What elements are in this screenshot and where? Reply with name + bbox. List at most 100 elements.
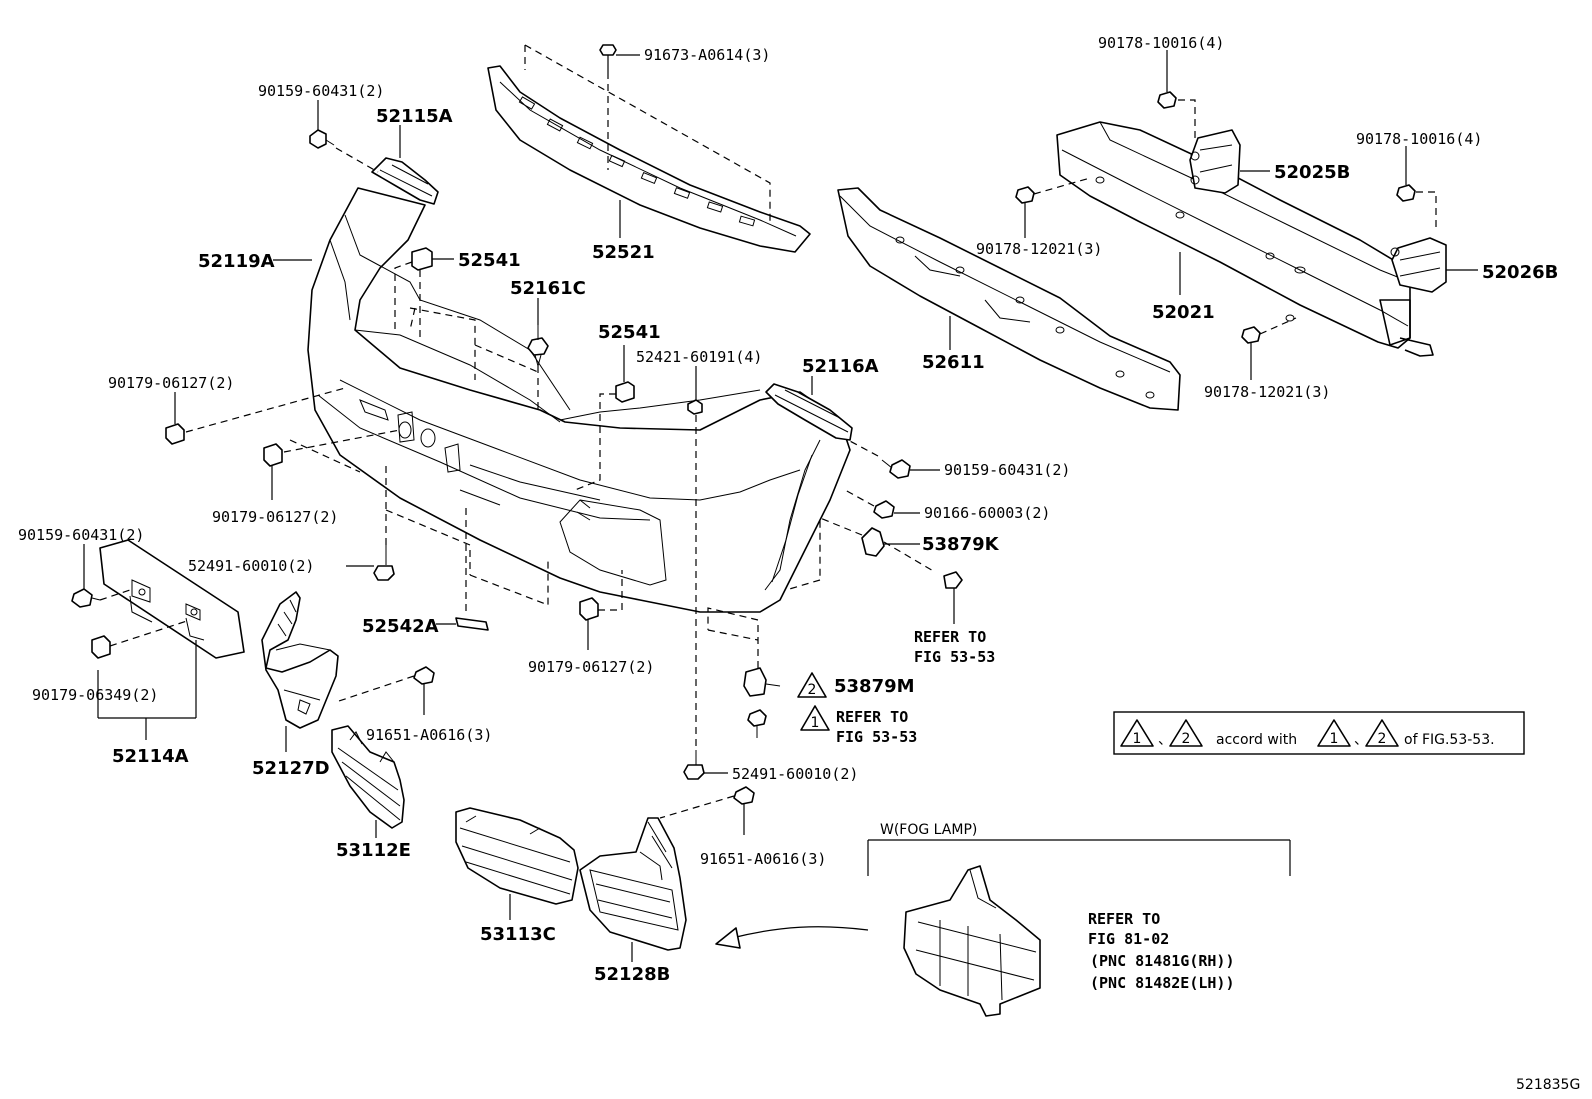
bolt-91673-icon (599, 44, 617, 72)
label-53113C: 53113C (480, 924, 556, 945)
refer-53-53-b-line2: FIG 53-53 (836, 728, 917, 746)
clip-90179-06127-c-icon (579, 597, 599, 621)
part-53112E-grille (331, 725, 405, 829)
screw-refer-53-53-b-icon (747, 709, 767, 738)
screw-90166-60003-icon (873, 500, 895, 519)
label-90179-06349: 90179-06349(2) (32, 686, 158, 704)
triangle-1-icon: 1 (800, 705, 830, 731)
refer-53-53-a-line1: REFER TO (914, 628, 986, 646)
label-90178-10016-b: 90178-10016(4) (1356, 130, 1482, 148)
label-52127D: 52127D (252, 758, 330, 779)
label-91651-A0616-b: 91651-A0616(3) (700, 850, 826, 868)
fog-lamp-title: W(FOG LAMP) (880, 822, 977, 838)
nut-90178-10016-a-icon (1157, 91, 1177, 109)
label-90179-06127-a: 90179-06127(2) (108, 374, 234, 392)
triangle-1-label: 1 (811, 715, 820, 731)
part-52521-reinforcement (487, 65, 811, 253)
label-52128B: 52128B (594, 964, 670, 985)
label-90179-06127-b: 90179-06127(2) (212, 508, 338, 526)
bracket-52026B (1390, 237, 1447, 293)
triangle-2-icon: 2 (797, 672, 827, 698)
part-52119A-bumper-cover (307, 187, 851, 613)
label-53112E: 53112E (336, 840, 411, 861)
label-90159-60431-r: 90159-60431(2) (944, 461, 1070, 479)
part-52127D-bracket (261, 591, 339, 729)
note-tri-2-a: 2 (1182, 731, 1191, 747)
nut-90178-12021-b-icon (1241, 326, 1261, 344)
label-53879K: 53879K (922, 534, 1000, 555)
label-91651-A0616-a: 91651-A0616(3) (366, 726, 492, 744)
note-tri-1-b: 1 (1330, 731, 1339, 747)
label-52026B: 52026B (1482, 262, 1558, 283)
refer-81-02-line2: FIG 81-02 (1088, 930, 1169, 948)
clip-90179-06127-b-icon (263, 443, 283, 467)
clip-52541-b-icon (615, 381, 635, 403)
part-52128B-fog-cover (579, 817, 687, 951)
note-accord-with: accord with (1216, 732, 1297, 748)
label-52161C: 52161C (510, 278, 586, 299)
label-90166-60003: 90166-60003(2) (924, 504, 1050, 522)
part-52021-reinforcement (1056, 121, 1434, 357)
label-52119A: 52119A (198, 251, 275, 272)
fastener-52161C-icon (527, 325, 549, 368)
figure-id: 521835G (1516, 1077, 1580, 1093)
bolt-52491-60010-a-icon (373, 545, 395, 581)
label-52541-a: 52541 (458, 250, 521, 271)
label-52115A: 52115A (376, 106, 453, 127)
label-52025B: 52025B (1274, 162, 1350, 183)
clip-90179-06127-a-icon (165, 423, 185, 445)
refer-81-02-line4: (PNC 81482E(LH)) (1090, 974, 1235, 992)
bracket-52025B (1189, 129, 1241, 194)
label-52542A: 52542A (362, 616, 439, 637)
label-52611: 52611 (922, 352, 985, 373)
nut-90178-10016-b-icon (1396, 184, 1416, 202)
note-of-fig: of FIG.53-53. (1404, 732, 1495, 748)
screw-90159-60431-r-icon (881, 459, 911, 479)
screw-90159-60431-l-icon (71, 588, 101, 608)
label-52521: 52521 (592, 242, 655, 263)
label-91673-A0614: 91673-A0614(3) (644, 46, 770, 64)
part-52115A-bracket (371, 157, 439, 205)
clip-90179-06349-icon (91, 635, 111, 659)
note-sep-1: 、 (1158, 732, 1172, 748)
bolt-52491-60010-b-icon (683, 750, 705, 780)
screw-91651-A0616-b-icon (733, 786, 755, 805)
refer-53-53-b-line1: REFER TO (836, 708, 908, 726)
clip-refer-53-53-a-icon (943, 571, 963, 589)
retainer-52421-icon (687, 399, 703, 415)
triangle-2-label: 2 (808, 682, 817, 698)
arrow-left-icon (715, 926, 869, 949)
label-90178-10016-a: 90178-10016(4) (1098, 34, 1224, 52)
refer-81-02-line1: REFER TO (1088, 910, 1160, 928)
part-53113C-grille (455, 807, 579, 905)
label-52114A: 52114A (112, 746, 189, 767)
clip-52541-a-icon (411, 247, 433, 271)
note-tri-2-b: 2 (1378, 731, 1387, 747)
label-52541-b: 52541 (598, 322, 661, 343)
label-52021: 52021 (1152, 302, 1215, 323)
note-tri-1-a: 1 (1133, 731, 1142, 747)
label-90159-60431-l: 90159-60431(2) (18, 526, 144, 544)
legend-note-box: 1 、 2 accord with 1 、 2 of FIG.53-53. (1113, 711, 1525, 755)
label-90178-12021-a: 90178-12021(3) (976, 240, 1102, 258)
refer-53-53-a-line2: FIG 53-53 (914, 648, 995, 666)
label-52116A: 52116A (802, 356, 879, 377)
part-52114A-plate-bracket (99, 539, 245, 659)
refer-81-02-line3: (PNC 81481G(RH)) (1090, 952, 1235, 970)
label-53879M: 53879M (834, 676, 915, 697)
label-90159-60431-tl: 90159-60431(2) (258, 82, 384, 100)
retainer-53879K-icon (861, 527, 885, 557)
label-52421-60191: 52421-60191(4) (636, 348, 762, 366)
label-90179-06127-c: 90179-06127(2) (528, 658, 654, 676)
part-52116A-bracket (765, 383, 853, 441)
screw-90159-60431-tl-icon (309, 129, 335, 149)
label-52491-60010-b: 52491-60010(2) (732, 765, 858, 783)
part-fog-lamp (903, 865, 1041, 1017)
retainer-53879M-icon (743, 667, 781, 697)
pad-52542A-icon (455, 617, 489, 631)
nut-90178-12021-a-icon (1015, 186, 1035, 204)
label-52491-60010-a: 52491-60010(2) (188, 557, 314, 575)
note-sep-2: 、 (1354, 732, 1368, 748)
label-90178-12021-b: 90178-12021(3) (1204, 383, 1330, 401)
